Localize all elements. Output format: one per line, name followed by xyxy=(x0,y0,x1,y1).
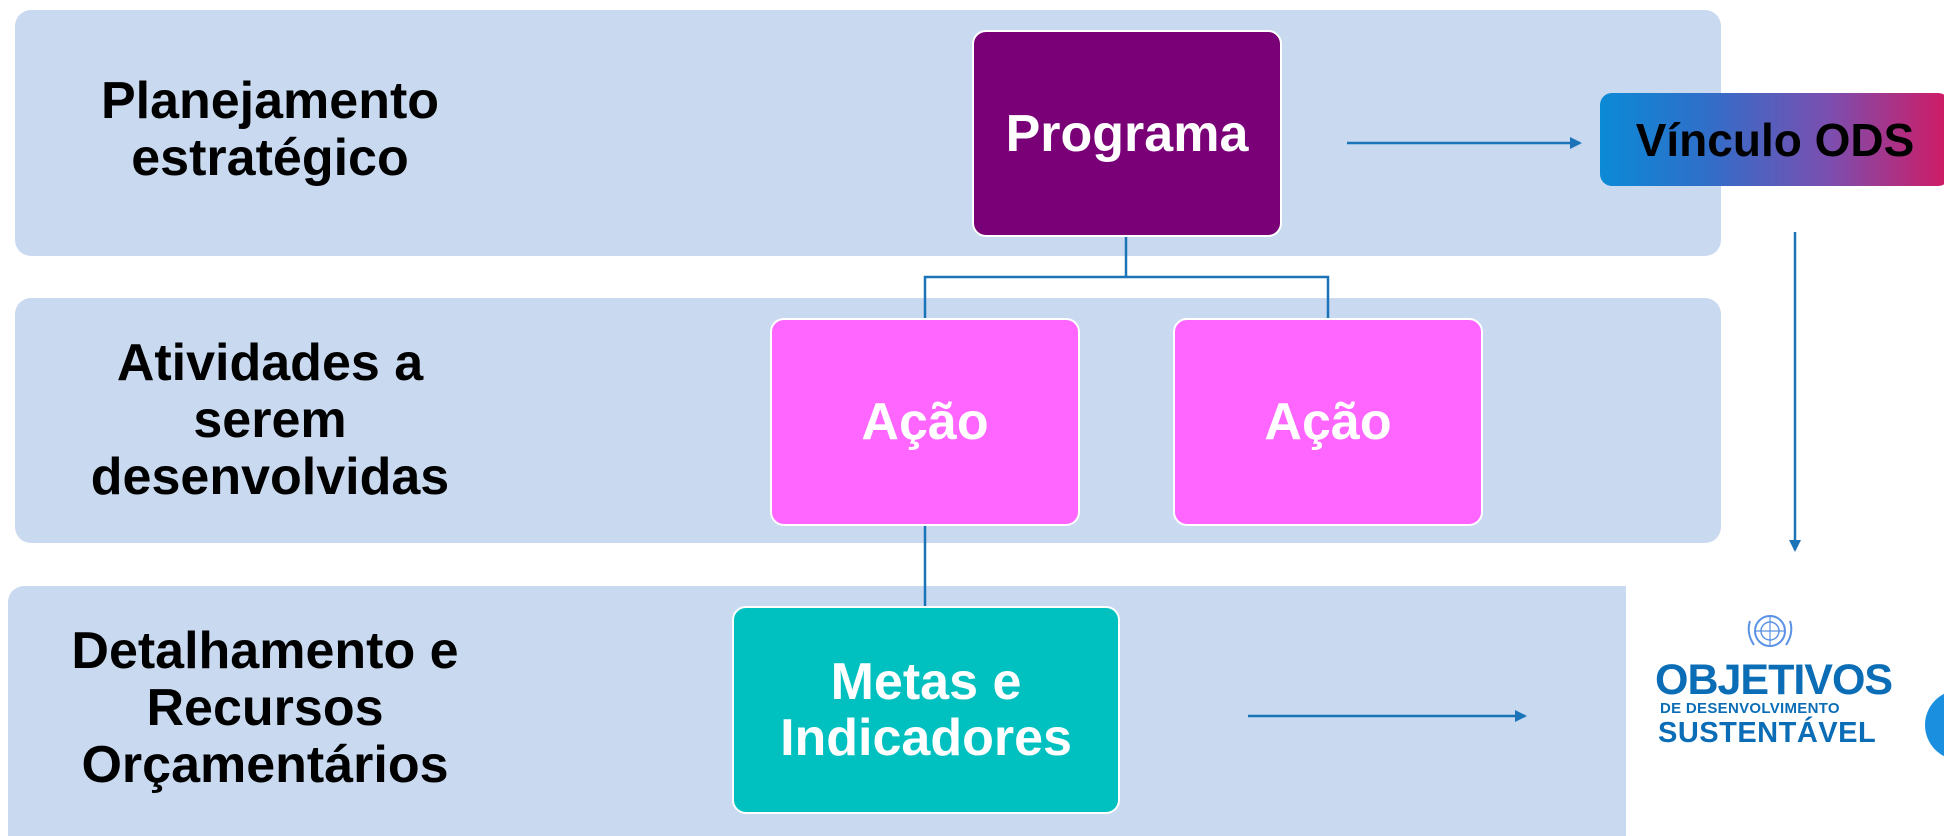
row-band-planejamento xyxy=(15,10,1721,256)
tree-connector-programa-acoes xyxy=(923,235,1330,320)
sdg-logo-sustentavel: SUSTENTÁVEL xyxy=(1658,717,1877,749)
row-label-planejamento: Planejamento estratégico xyxy=(100,72,440,187)
row-label-atividades: Atividades a serem desenvolvidas xyxy=(90,333,450,506)
sdg-logo-desenvolvimento: DE DESENVOLVIMENTO xyxy=(1660,700,1840,717)
box-acao-1: Ação xyxy=(770,318,1080,526)
box-acao-2: Ação xyxy=(1173,318,1483,526)
vinculo-ods-badge: Vínculo ODS xyxy=(1600,93,1944,186)
un-emblem-icon xyxy=(1747,615,1793,647)
box-metas-indicadores: Metas e Indicadores xyxy=(732,606,1120,814)
box-programa: Programa xyxy=(972,30,1282,237)
row-label-detalhamento: Detalhamento e Recursos Orçamentários xyxy=(71,621,459,794)
decorative-circle xyxy=(1925,690,1944,760)
sdg-logo-objetivos: OBJETIVOS xyxy=(1655,656,1893,704)
